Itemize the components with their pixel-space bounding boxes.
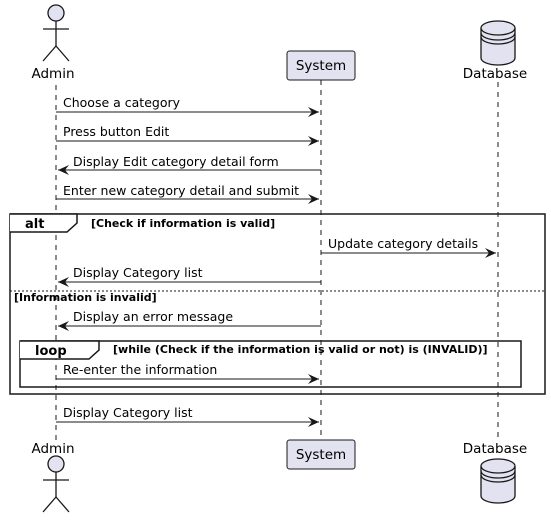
participant-label-system: System xyxy=(296,447,346,463)
message-label: Update category details xyxy=(328,236,478,251)
message-7: Display an error message xyxy=(58,309,321,331)
message-label: Press button Edit xyxy=(63,124,169,139)
message-label: Display Edit category detail form xyxy=(73,154,279,169)
message-5: Update category details xyxy=(321,236,496,258)
actor-admin-top: Admin xyxy=(31,4,75,82)
actor-icon xyxy=(42,4,70,62)
actor-admin-bottom: Admin xyxy=(31,441,75,513)
participant-system-top: System xyxy=(286,50,356,81)
participant-database-top: Database xyxy=(463,20,527,82)
participant-system-bottom: System xyxy=(286,439,356,470)
participant-label-database: Database xyxy=(463,66,527,82)
message-3: Display Edit category detail form xyxy=(58,154,321,175)
alt-keyword: alt xyxy=(25,217,44,232)
message-8: Re-enter the information xyxy=(56,362,319,384)
database-icon xyxy=(480,458,516,504)
actor-icon xyxy=(42,455,70,513)
message-label: Choose a category xyxy=(63,95,181,110)
message-label: Enter new category detail and submit xyxy=(63,183,299,198)
message-label: Re-enter the information xyxy=(63,362,217,377)
message-2: Press button Edit xyxy=(56,124,319,146)
message-label: Display Category list xyxy=(63,405,193,420)
alt-else-condition: [Information is invalid] xyxy=(14,291,157,304)
message-6: Display Category list xyxy=(58,265,321,287)
participant-label-system: System xyxy=(296,58,346,74)
loop-fragment: loop [while (Check if the information is… xyxy=(19,340,522,388)
participant-label-database: Database xyxy=(463,441,527,457)
loop-condition: [while (Check if the information is vali… xyxy=(113,343,488,356)
message-label: Display Category list xyxy=(73,265,203,280)
alt-condition: [Check if information is valid] xyxy=(91,217,275,230)
message-4: Enter new category detail and submit xyxy=(56,183,319,204)
loop-keyword: loop xyxy=(35,344,67,359)
participant-database-bottom: Database xyxy=(463,441,527,504)
participant-label-admin: Admin xyxy=(31,441,74,457)
participant-label-admin: Admin xyxy=(31,66,74,82)
message-1: Choose a category xyxy=(56,95,319,117)
alt-fragment: alt [Check if information is valid] [Inf… xyxy=(9,213,546,395)
message-9: Display Category list xyxy=(56,405,319,427)
message-label: Display an error message xyxy=(73,309,233,324)
database-icon xyxy=(480,20,516,66)
